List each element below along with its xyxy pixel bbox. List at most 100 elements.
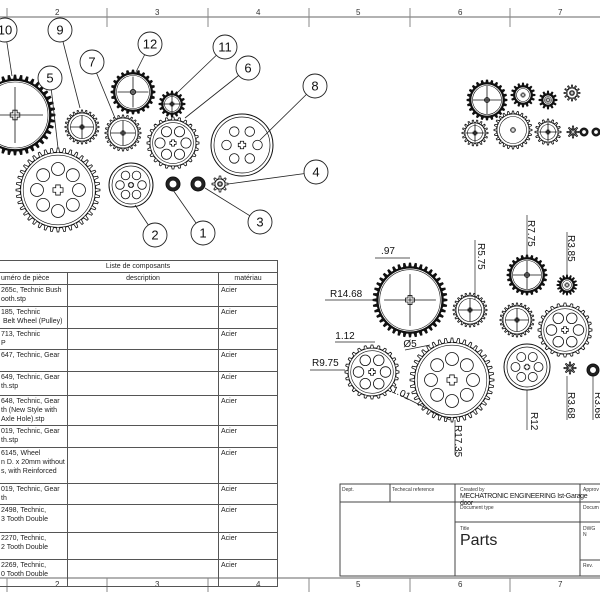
gear-hole xyxy=(72,183,86,197)
gear xyxy=(461,119,489,147)
material-cell: Acier xyxy=(218,306,278,329)
dimension-line xyxy=(399,394,451,421)
axle-hole xyxy=(237,140,247,150)
material-cell: Acier xyxy=(218,483,278,505)
gear-hole xyxy=(572,324,585,336)
gear-rim xyxy=(499,116,527,144)
gear-hole xyxy=(244,126,255,137)
gear-rim xyxy=(543,308,587,352)
balloon-circle xyxy=(303,159,329,185)
balloon-circle xyxy=(37,65,63,91)
balloon-number: 5 xyxy=(46,71,53,86)
gear-hole xyxy=(120,170,131,181)
axle-hole xyxy=(520,92,526,98)
created-by-value: MECHATRONIC ENGINEERING Ist-Garage door xyxy=(460,493,588,507)
wheel-inner-rim xyxy=(111,165,151,205)
parts-list-row: 713, Technic P Acier xyxy=(0,328,278,350)
parts-list-title: Liste de composants xyxy=(0,260,278,273)
gear-hole xyxy=(552,335,564,348)
material-cell: Acier xyxy=(218,504,278,533)
parts-list-row: 185, Technic Belt Wheel (Pulley) Acier xyxy=(0,306,278,329)
dimension-label: R9.75 xyxy=(312,358,339,369)
gear xyxy=(538,90,558,110)
balloon-leader xyxy=(184,67,249,119)
balloon-number: 8 xyxy=(311,79,318,94)
balloon-circle xyxy=(302,73,328,99)
gear-hole xyxy=(373,354,385,367)
gear-hole xyxy=(161,126,172,138)
gear-hole xyxy=(131,189,142,200)
revision-label: Rev. xyxy=(583,563,593,569)
balloon-number: 3 xyxy=(256,215,263,230)
part-number-cell: 6145, Wheel n D. x 20mm without s, with … xyxy=(0,447,68,484)
gear-hole xyxy=(466,373,480,387)
parts-list-row: 648, Technic, Gear th (New Style with Ax… xyxy=(0,395,278,426)
wheel-inner-rim xyxy=(506,346,548,388)
axle-hole xyxy=(127,181,135,189)
dimension-label: .97 xyxy=(381,246,395,257)
description-cell xyxy=(67,371,219,396)
gear-hole xyxy=(51,162,65,176)
gear xyxy=(110,69,156,115)
gear-hole xyxy=(359,354,371,367)
dimension-label: R17.35 xyxy=(452,425,463,458)
parts-list-table: Liste de composants uméro de pièce descr… xyxy=(0,260,278,587)
material-cell: Acier xyxy=(218,559,278,587)
balloon-circle xyxy=(79,49,105,75)
gear-hole xyxy=(229,126,240,137)
dimension-label: 1.12 xyxy=(335,331,355,342)
gear-hole xyxy=(229,153,240,164)
dimension-label: R3.85 xyxy=(565,235,576,262)
material-cell: Acier xyxy=(218,328,278,350)
gear-hole xyxy=(373,377,385,390)
gear xyxy=(104,114,142,152)
zone-label-top: 7 xyxy=(558,8,563,17)
gear-hole xyxy=(36,168,51,183)
gear-rim xyxy=(116,75,150,109)
bush xyxy=(579,127,589,137)
gear xyxy=(499,302,535,338)
parts-list-row: 647, Technic, Gear Acier xyxy=(0,349,278,372)
dimension-label: Ø5 xyxy=(403,339,417,350)
axle-hole xyxy=(510,127,516,133)
balloon-number: 11 xyxy=(218,40,232,55)
gear-hole xyxy=(516,352,527,362)
balloon-leader xyxy=(59,29,81,109)
description-cell xyxy=(67,532,219,560)
dimension-label: R3.68 xyxy=(565,392,576,419)
balloon-number: 10 xyxy=(0,23,12,38)
zone-label-top: 3 xyxy=(155,8,160,17)
gear-hole xyxy=(137,180,147,190)
gear-hole xyxy=(51,204,65,218)
title-label: Title xyxy=(460,526,470,532)
balloon-number: 6 xyxy=(244,61,251,76)
gear-rim xyxy=(516,88,530,102)
part-number-cell: 713, Technic P xyxy=(0,328,68,350)
material-cell: Acier xyxy=(218,425,278,448)
gear-hole xyxy=(36,197,51,212)
gear-hole xyxy=(174,126,185,138)
material-cell: Acier xyxy=(218,447,278,484)
description-cell xyxy=(67,395,219,426)
gear-hole xyxy=(359,377,371,390)
balloon-leader xyxy=(227,171,317,185)
axle-hole xyxy=(570,129,576,135)
balloon-number: 4 xyxy=(312,165,319,180)
part-number-cell: 648, Technic, Gear th (New Style with Ax… xyxy=(0,395,68,426)
gear xyxy=(506,254,548,296)
axle-hole xyxy=(446,374,458,386)
part-number-cell: 185, Technic Belt Wheel (Pulley) xyxy=(0,306,68,329)
gear-hole xyxy=(566,312,578,325)
zone-label-bottom: 6 xyxy=(458,580,463,589)
wheel-inner-rim xyxy=(213,116,271,174)
balloon-circle xyxy=(190,220,216,246)
bush-hole xyxy=(593,129,599,135)
axle-hole xyxy=(368,368,376,376)
description-cell xyxy=(67,328,219,350)
gear-hole xyxy=(459,387,474,402)
description-cell xyxy=(67,425,219,448)
axle-hole xyxy=(564,282,570,288)
